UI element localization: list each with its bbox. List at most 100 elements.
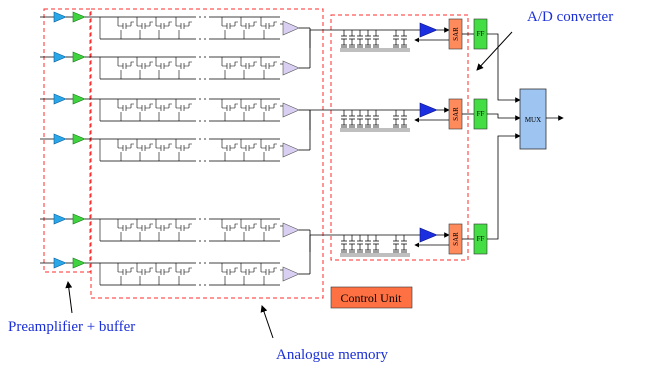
cell-stroke: [240, 219, 257, 241]
cell-stroke: [136, 219, 153, 241]
memory-cell: [175, 219, 192, 241]
memory-cell: [260, 57, 277, 79]
memory-cell: [240, 99, 257, 121]
buffer-triangle: [72, 93, 86, 105]
cell-stroke: [117, 17, 134, 39]
memory-cell: [136, 17, 153, 39]
cap-array: [373, 110, 379, 128]
cap-array: [393, 30, 399, 48]
cell-stroke: [221, 99, 238, 121]
memory-cell: [136, 263, 153, 285]
cap-array: [349, 110, 355, 128]
memory-cell: [260, 99, 277, 121]
cell-stroke: [260, 99, 277, 121]
cell-stroke: [155, 139, 172, 161]
preamp-triangle: [53, 51, 67, 63]
cell-stroke: [260, 263, 277, 285]
preamp-triangle: [53, 213, 67, 225]
memory-cell: [175, 139, 192, 161]
memory-cell: [175, 57, 192, 79]
sar-label: SAR: [452, 232, 460, 246]
readout-amp: [282, 222, 300, 238]
cap-array: [365, 235, 371, 253]
ad-converter-label: A/D converter: [527, 9, 613, 25]
cell-stroke: [175, 139, 192, 161]
cap-array: [341, 235, 347, 253]
buffer-triangle: [72, 257, 86, 269]
readout-amp: [282, 102, 300, 118]
memory-cell: [117, 17, 134, 39]
preamp-triangle: [53, 133, 67, 145]
memory-cell: [117, 99, 134, 121]
cell-stroke: [117, 139, 134, 161]
preamp-triangle: [53, 11, 67, 23]
preamp-group-box: [43, 8, 91, 273]
preamp-triangle: [53, 257, 67, 269]
sar-label: SAR: [452, 107, 460, 121]
control-unit-label: Control Unit: [340, 291, 402, 305]
memory-cell: [221, 99, 238, 121]
cell-stroke: [221, 139, 238, 161]
cap-array: [357, 30, 363, 48]
cap-array: [357, 235, 363, 253]
preamplifier-pointer: [65, 281, 73, 314]
comparator: [419, 22, 438, 38]
ff-to-mux: [487, 133, 521, 240]
cell-stroke: [221, 219, 238, 241]
memory-cell: [175, 263, 192, 285]
cell-stroke: [240, 99, 257, 121]
ff-to-mux: [487, 33, 521, 103]
cell-stroke: [221, 17, 238, 39]
sar-label: SAR: [452, 27, 460, 41]
memory-cell: [117, 219, 134, 241]
cell-stroke: [240, 17, 257, 39]
ff-label: FF: [477, 110, 485, 118]
comparator: [419, 227, 438, 243]
memory-cell: [155, 139, 172, 161]
memory-cell: [117, 57, 134, 79]
memory-cell: [240, 17, 257, 39]
cap-array: [393, 235, 399, 253]
memory-cell: [136, 99, 153, 121]
ad-converter-pointer: [476, 31, 513, 71]
readout-amp: [282, 60, 300, 76]
cell-stroke: [175, 57, 192, 79]
ad-converter-box: [330, 14, 469, 261]
cell-stroke: [155, 99, 172, 121]
analogue-memory-label: Analogue memory: [276, 347, 389, 363]
memory-cell: [155, 263, 172, 285]
cap-array: [341, 30, 347, 48]
cell-stroke: [175, 219, 192, 241]
cell-stroke: [117, 219, 134, 241]
readout-amp: [282, 20, 300, 36]
cell-stroke: [155, 263, 172, 285]
cap-array: [401, 30, 407, 48]
cell-stroke: [136, 99, 153, 121]
cap-array: [349, 30, 355, 48]
cap-array: [373, 235, 379, 253]
cell-stroke: [175, 99, 192, 121]
cell-stroke: [155, 219, 172, 241]
cap-array: [373, 30, 379, 48]
memory-cell: [221, 263, 238, 285]
analogue-memory-pointer: [260, 305, 274, 339]
memory-cell: [175, 99, 192, 121]
cap-array: [341, 110, 347, 128]
cell-stroke: [136, 139, 153, 161]
cell-stroke: [175, 17, 192, 39]
ff-label: FF: [477, 30, 485, 38]
cap-array: [357, 110, 363, 128]
memory-cell: [260, 17, 277, 39]
cell-stroke: [155, 57, 172, 79]
control-unit-block: [330, 286, 413, 309]
memory-cell: [240, 139, 257, 161]
memory-cell: [175, 17, 192, 39]
memory-cell: [136, 139, 153, 161]
cap-array: [349, 235, 355, 253]
memory-cell: [221, 57, 238, 79]
buffer-triangle: [72, 51, 86, 63]
cell-stroke: [117, 99, 134, 121]
cap-array: [401, 110, 407, 128]
memory-cell: [117, 139, 134, 161]
